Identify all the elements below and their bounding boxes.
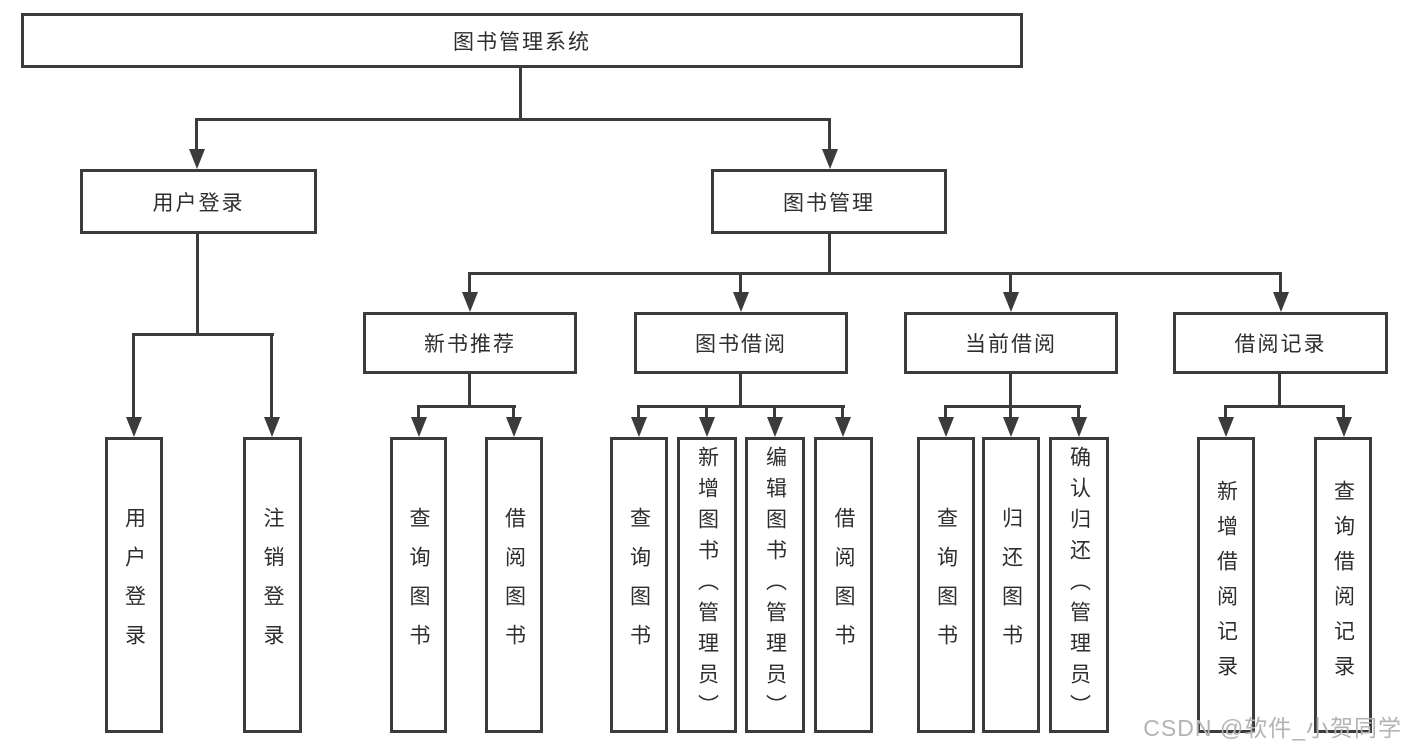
node-borrowing-records: 借阅记录 — [1173, 312, 1388, 374]
arrow-down-icon — [1273, 292, 1289, 312]
connector-stem-borrowing — [739, 374, 742, 405]
arrow-down-icon — [938, 417, 954, 437]
connector-drop-leaf — [512, 405, 515, 417]
node-label: 用户登录 — [152, 191, 245, 215]
connector-drop-current — [1009, 272, 1012, 292]
leaf-borrow-books-borrowing: 借阅图书 — [814, 437, 873, 733]
leaf-add-borrow-record: 新增借阅记录 — [1197, 437, 1255, 733]
connector-stem-current — [1009, 374, 1012, 405]
leaf-add-book-admin: 新增图书（管理员） — [677, 437, 737, 733]
node-label: 查询图书 — [934, 507, 958, 663]
node-label: 编辑图书（管理员） — [763, 445, 787, 725]
node-library-management-system: 图书管理系统 — [21, 13, 1023, 68]
connector-drop-leaf — [1224, 405, 1227, 417]
node-label: 新增图书（管理员） — [695, 445, 719, 725]
connector-rail-level3 — [468, 272, 1282, 275]
connector-drop-borrowing — [739, 272, 742, 292]
node-label: 当前借阅 — [965, 333, 1057, 356]
connector-drop-leaf — [637, 405, 640, 417]
arrow-down-icon — [462, 292, 478, 312]
node-label: 图书管理 — [783, 191, 875, 215]
connector-drop-leaf — [841, 405, 844, 417]
node-label: 图书借阅 — [695, 333, 787, 356]
node-label: 查询图书 — [407, 507, 430, 663]
connector-drop-leaf — [270, 333, 273, 417]
node-label: 图书管理系统 — [453, 30, 591, 54]
arrow-down-icon — [126, 417, 142, 437]
connector-stem-records — [1278, 374, 1281, 405]
arrow-down-icon — [411, 417, 427, 437]
connector-drop-leaf — [132, 333, 135, 417]
node-current-borrowing: 当前借阅 — [904, 312, 1118, 374]
arrow-down-icon — [1218, 417, 1234, 437]
connector-drop-leaf — [1342, 405, 1345, 417]
connector-rail-user-login — [132, 333, 274, 336]
leaf-borrow-books-recommend: 借阅图书 — [485, 437, 543, 733]
connector-stem-root — [519, 66, 522, 118]
connector-rail-current — [944, 405, 1081, 408]
leaf-return-books: 归还图书 — [982, 437, 1040, 733]
node-label: 新书推荐 — [424, 333, 516, 356]
node-label: 借阅记录 — [1234, 333, 1327, 356]
leaf-user-login: 用户登录 — [105, 437, 163, 733]
arrow-down-icon — [767, 417, 783, 437]
arrow-down-icon — [835, 417, 851, 437]
node-label: 用户登录 — [122, 507, 146, 663]
leaf-query-books-borrowing: 查询图书 — [610, 437, 668, 733]
connector-drop-leaf — [773, 405, 776, 417]
leaf-edit-book-admin: 编辑图书（管理员） — [745, 437, 805, 733]
node-label: 确认归还（管理员） — [1067, 445, 1091, 725]
connector-rail-recommend — [417, 405, 516, 408]
arrow-down-icon — [189, 149, 205, 169]
node-book-management: 图书管理 — [711, 169, 947, 234]
node-user-login: 用户登录 — [80, 169, 317, 234]
arrow-down-icon — [631, 417, 647, 437]
connector-rail-borrowing — [637, 405, 845, 408]
arrow-down-icon — [733, 292, 749, 312]
arrow-down-icon — [1071, 417, 1087, 437]
connector-drop-leaf — [944, 405, 947, 417]
node-label: 新增借阅记录 — [1214, 480, 1238, 690]
node-label: 借阅图书 — [502, 507, 526, 663]
node-label: 查询借阅记录 — [1331, 480, 1355, 690]
leaf-logout: 注销登录 — [243, 437, 302, 733]
connector-drop-leaf — [1077, 405, 1080, 417]
csdn-watermark: CSDN @软件_小贺同学 — [1143, 715, 1402, 741]
leaf-query-borrow-record: 查询借阅记录 — [1314, 437, 1372, 733]
connector-drop-leaf — [1009, 405, 1012, 417]
arrow-down-icon — [1336, 417, 1352, 437]
connector-rail-level2 — [196, 118, 831, 121]
leaf-query-books-current: 查询图书 — [917, 437, 975, 733]
connector-drop-book-management — [828, 118, 831, 151]
arrow-down-icon — [1003, 292, 1019, 312]
leaf-confirm-return-admin: 确认归还（管理员） — [1049, 437, 1109, 733]
arrow-down-icon — [822, 149, 838, 169]
node-new-book-recommendation: 新书推荐 — [363, 312, 577, 374]
connector-drop-records — [1279, 272, 1282, 292]
node-label: 查询图书 — [627, 507, 651, 663]
connector-stem-recommend — [468, 374, 471, 405]
node-label: 借阅图书 — [832, 507, 855, 663]
connector-stem-user-login — [196, 234, 199, 333]
connector-drop-leaf — [705, 405, 708, 417]
arrow-down-icon — [1003, 417, 1019, 437]
connector-rail-records — [1224, 405, 1345, 408]
arrow-down-icon — [506, 417, 522, 437]
node-book-borrowing: 图书借阅 — [634, 312, 848, 374]
connector-stem-book-management — [828, 234, 831, 272]
connector-drop-recommend — [468, 272, 471, 292]
connector-drop-leaf — [417, 405, 420, 417]
node-label: 注销登录 — [261, 507, 284, 663]
arrow-down-icon — [699, 417, 715, 437]
node-label: 归还图书 — [999, 507, 1023, 663]
arrow-down-icon — [264, 417, 280, 437]
leaf-query-books-recommend: 查询图书 — [390, 437, 447, 733]
connector-drop-user-login — [195, 118, 198, 151]
